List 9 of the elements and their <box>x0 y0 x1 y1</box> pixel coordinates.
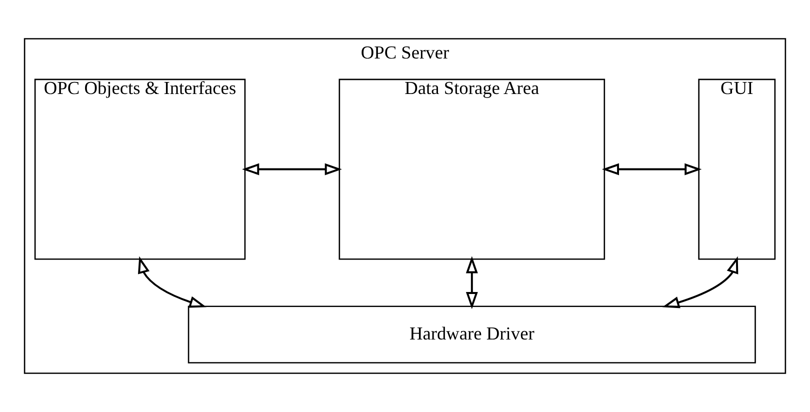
node-box: OPC Objects & Interfaces <box>34 78 246 260</box>
arrow <box>466 256 478 310</box>
arrow <box>138 256 206 308</box>
node-box: Hardware Driver <box>188 306 756 364</box>
node-box: GUI <box>698 78 776 260</box>
arrow <box>602 163 702 176</box>
arrow <box>662 256 738 308</box>
arrow <box>242 163 342 176</box>
node-box: Data Storage Area <box>338 78 606 260</box>
